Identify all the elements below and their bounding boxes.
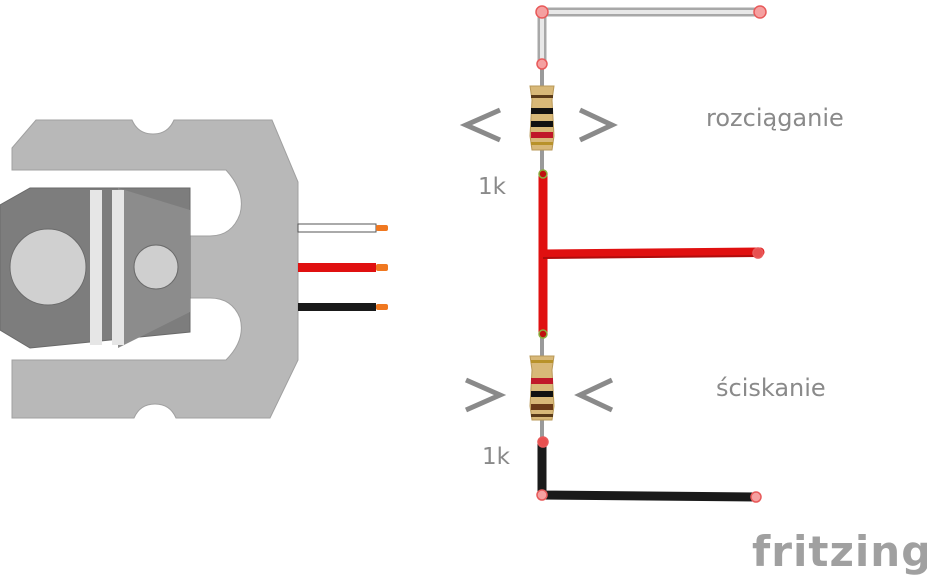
resistor-band — [531, 404, 553, 410]
chevron-right-icon — [464, 377, 507, 413]
load-cell-strip — [90, 190, 102, 345]
wire-endpoints — [535, 5, 767, 503]
wire-black-bottom[interactable] — [537, 442, 757, 502]
resistor-band — [531, 132, 553, 138]
junction[interactable] — [538, 169, 548, 179]
wire-red[interactable] — [298, 263, 376, 272]
endpoint[interactable] — [537, 436, 549, 448]
resistor-band — [531, 378, 553, 384]
wire-red-horizontal[interactable] — [538, 247, 765, 259]
chevron-right-icon — [578, 107, 618, 143]
wire-gray-top-highlight — [540, 10, 760, 64]
load-cell-hole-small — [133, 244, 179, 290]
wire-shade — [542, 255, 761, 259]
load-cell-wires — [297, 223, 388, 311]
resistor-bottom-value: 1k — [482, 444, 511, 470]
endpoint[interactable] — [752, 247, 764, 259]
load-cell-icon — [0, 119, 299, 419]
junction[interactable] — [538, 329, 548, 339]
fritzing-logo: fritzing — [752, 527, 927, 576]
label-compress: ściskanie — [716, 374, 826, 402]
resistor-top-value: 1k — [478, 174, 507, 200]
resistor-band — [531, 391, 553, 397]
junction-points — [538, 169, 548, 339]
load-cell-body — [11, 119, 299, 419]
connector-pin[interactable] — [376, 225, 388, 231]
connector-pin[interactable] — [376, 304, 388, 310]
resistor-body — [529, 355, 555, 421]
label-stretch: rozciąganie — [706, 104, 844, 132]
load-cell-strip — [112, 190, 124, 345]
resistor-band — [531, 414, 553, 417]
load-cell-hole-large — [9, 228, 87, 306]
wire-gray-top[interactable] — [537, 7, 760, 64]
endpoint[interactable] — [750, 491, 762, 503]
resistor-icon[interactable] — [529, 355, 555, 421]
endpoint[interactable] — [753, 5, 767, 19]
resistor-band — [531, 360, 553, 363]
resistor-band — [531, 121, 553, 127]
endpoint[interactable] — [535, 5, 549, 19]
endpoint[interactable] — [536, 489, 548, 501]
chevron-left-icon — [574, 377, 614, 413]
endpoint[interactable] — [536, 58, 548, 70]
resistor-band — [531, 142, 553, 145]
circuit-wires — [537, 7, 765, 502]
chevron-left-icon — [459, 107, 502, 143]
connector-pin[interactable] — [376, 264, 388, 271]
resistor-icon[interactable] — [529, 85, 555, 151]
resistor-band — [531, 108, 553, 114]
wire-black[interactable] — [298, 303, 376, 311]
resistor-band — [531, 95, 553, 98]
wire-white[interactable] — [297, 223, 377, 233]
